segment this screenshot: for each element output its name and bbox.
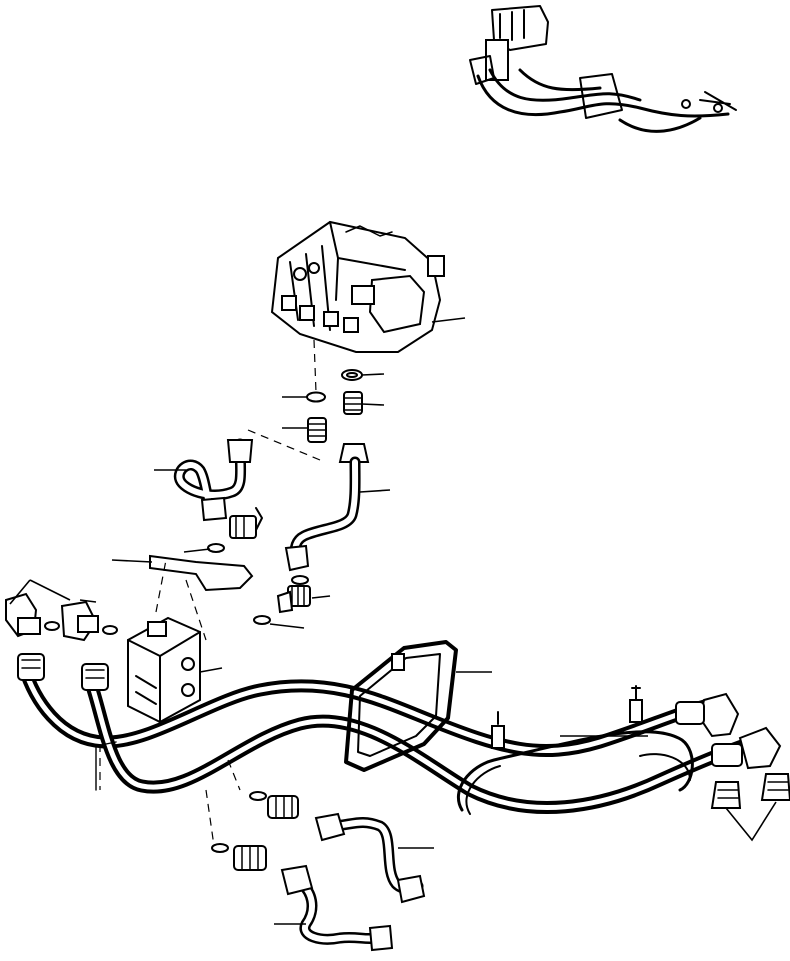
callout-leader-right-adapters — [725, 801, 777, 842]
inset-overview — [469, 5, 737, 133]
small-fitting — [229, 507, 263, 539]
manifold-block — [127, 616, 201, 724]
callout-leader-oring-center — [269, 623, 305, 629]
mounting-bracket — [149, 554, 254, 641]
valve-lower-ports — [281, 295, 359, 333]
oring-center — [253, 615, 271, 625]
dashed-link-bottom-2 — [227, 759, 241, 791]
hose-guard-frame — [344, 640, 458, 772]
valve-fitting-stack-right — [338, 369, 370, 463]
lower-tube-left — [280, 864, 394, 952]
inset-valve-body — [469, 5, 549, 85]
callout-leader-oring-small — [183, 548, 211, 553]
callout-leader-tube-center — [359, 489, 391, 493]
callout-leader-valve — [431, 317, 466, 323]
control-valve — [270, 220, 445, 353]
lower-tube-right — [314, 812, 426, 904]
callout-leader-adapter-right — [361, 403, 385, 406]
frame-line-left — [95, 741, 117, 791]
right-adapter-pair — [710, 773, 790, 809]
callout-leader-oring-right — [361, 373, 385, 376]
callout-leader-left-elbows — [9, 579, 97, 605]
valve-fitting-stack-left — [306, 339, 327, 443]
hose-end-fittings-right — [675, 692, 782, 770]
callout-leader-bracket — [111, 559, 153, 563]
hose-end-fittings-left — [17, 653, 109, 691]
hydraulic-hose-upper — [17, 659, 719, 757]
oring-small — [207, 543, 225, 553]
steel-tube-center — [284, 456, 361, 572]
dashed-link-bottom — [205, 789, 215, 847]
hose-clamp — [456, 685, 694, 815]
dashed-link-manifold — [155, 559, 167, 613]
elbow-fitting-center — [276, 575, 311, 614]
lower-fittings — [211, 791, 299, 871]
callout-leader-elbow-center — [311, 595, 331, 599]
hydraulic-hose-lower — [83, 673, 749, 815]
callout-leader-manifold — [199, 667, 223, 673]
left-elbow-fittings — [5, 592, 118, 642]
inset-hoses — [476, 68, 737, 133]
steel-tube-left — [173, 438, 254, 522]
